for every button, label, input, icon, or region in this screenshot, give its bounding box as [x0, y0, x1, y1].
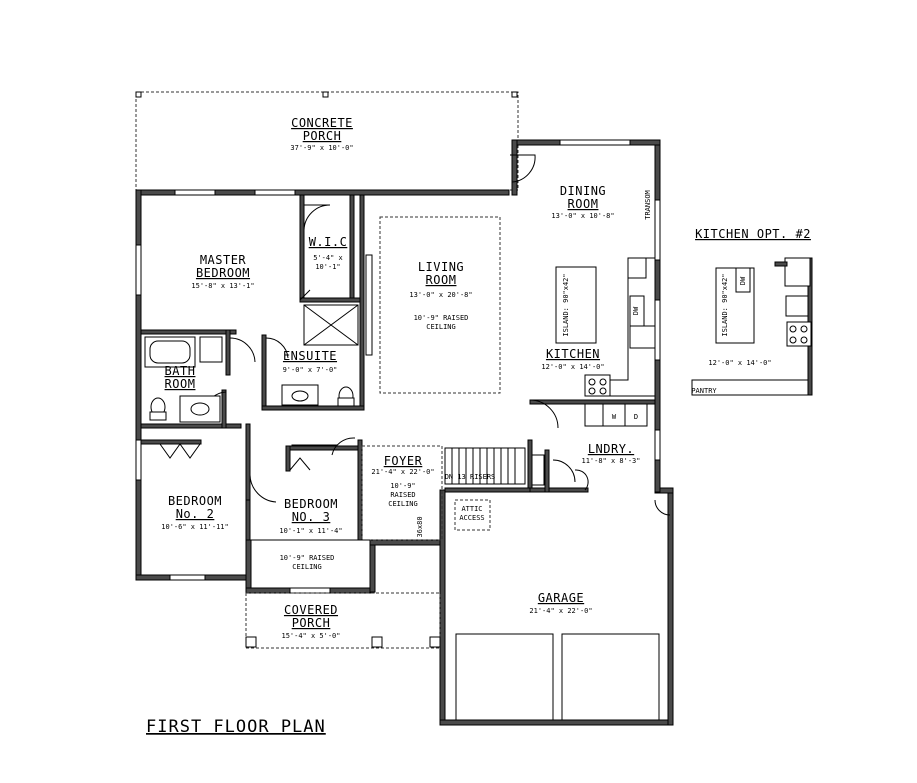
- dining-room-name-1: DINING: [560, 184, 606, 198]
- island-label: ISLAND: 90"x42": [562, 273, 570, 336]
- foyer-note-1: 10'-9": [390, 482, 415, 490]
- bedroom-2-dims: 10'-6" x 11'-11": [161, 523, 228, 531]
- covered-porch-name-2: PORCH: [292, 616, 331, 630]
- kitchen-option-dims: 12'-0" x 14'-0": [708, 359, 771, 367]
- plan-title: FIRST FLOOR PLAN: [146, 717, 326, 737]
- concrete-porch-dims: 37'-9" x 10'-0": [290, 144, 353, 152]
- master-bedroom-dims: 15'-8" x 13'-1": [191, 282, 254, 290]
- exterior-walls: [135, 139, 674, 726]
- living-room-name-2: ROOM: [426, 273, 457, 287]
- living-wall-feature: [365, 254, 373, 356]
- interior-walls: [140, 194, 656, 541]
- master-bedroom-name-1: MASTER: [200, 253, 247, 267]
- covered-porch-name-1: COVERED: [284, 603, 338, 617]
- wic-dims-1: 5'-4" x: [313, 254, 343, 262]
- living-room-dims: 13'-0" x 20'-8": [409, 291, 472, 299]
- attic-label-1: ATTIC: [461, 505, 482, 513]
- kitchen-name: KITCHEN: [546, 347, 600, 361]
- stairs: [444, 447, 545, 486]
- foyer-dims: 21'-4" x 22'-0": [371, 468, 434, 476]
- transom-label: TRANSOM: [644, 190, 652, 220]
- washer-label: W: [612, 413, 617, 421]
- bedroom-3-note-1: 10'-9" RAISED: [280, 554, 335, 562]
- garage-dims: 21'-4" x 22'-0": [529, 607, 592, 615]
- concrete-porch-name-2: PORCH: [303, 129, 342, 143]
- attic-label-2: ACCESS: [459, 514, 484, 522]
- foyer-name: FOYER: [384, 454, 423, 468]
- laundry-name: LNDRY.: [588, 442, 634, 456]
- laundry-dims: 11'-8" x 8'-3": [581, 457, 640, 465]
- kitchen-option-dw-label: DW: [739, 276, 747, 285]
- foyer-note-2: RAISED: [390, 491, 415, 499]
- garage-name: GARAGE: [538, 591, 584, 605]
- garage-doors: [455, 633, 660, 721]
- bath-room-name-1: BATH: [165, 364, 196, 378]
- door-size-label: 36x80: [416, 516, 424, 537]
- concrete-porch-name-1: CONCRETE: [291, 116, 353, 130]
- stair-risers-label: DN 13 RISERS: [445, 473, 496, 481]
- dining-room-dims: 13'-0" x 10'-8": [551, 212, 614, 220]
- wic-name: W.I.C: [309, 235, 348, 249]
- ensuite-dims: 9'-0" x 7'-0": [283, 366, 338, 374]
- kitchen-dims: 12'-0" x 14'-0": [541, 363, 604, 371]
- covered-porch-dims: 15'-4" x 5'-0": [281, 632, 340, 640]
- kitchen-option-title: KITCHEN OPT. #2: [695, 227, 811, 241]
- living-room-note-1: 10'-9" RAISED: [414, 314, 469, 322]
- bedroom-2-name-1: BEDROOM: [168, 494, 222, 508]
- foyer-note-3: CEILING: [388, 500, 418, 508]
- bedroom-3-dims: 10'-1" x 11'-4": [279, 527, 342, 535]
- wic-dims-2: 10'-1": [315, 263, 340, 271]
- living-raised-ceiling-outline: [379, 216, 501, 394]
- bedroom-3-note-2: CEILING: [292, 563, 322, 571]
- dining-room-name-2: ROOM: [568, 197, 599, 211]
- covered-porch-outline: [245, 592, 441, 649]
- living-room-name-1: LIVING: [418, 260, 464, 274]
- foyer-raised-ceiling-outline: [361, 445, 443, 541]
- ensuite-name: ENSUITE: [283, 349, 337, 363]
- living-room-note-2: CEILING: [426, 323, 456, 331]
- kitchen-fixtures: [555, 257, 656, 427]
- attic-access-outline: [454, 499, 491, 531]
- bath-fixtures: [144, 304, 359, 423]
- master-bedroom-name-2: BEDROOM: [196, 266, 250, 280]
- bath-room-name-2: ROOM: [165, 377, 196, 391]
- bedroom-3-name-2: NO. 3: [292, 510, 331, 524]
- dishwasher-label: DW: [632, 306, 640, 315]
- kitchen-option-pantry: PANTRY: [691, 387, 717, 395]
- kitchen-option-island-label: ISLAND: 90"x42": [721, 273, 729, 336]
- dryer-label: D: [634, 413, 638, 421]
- kitchen-option-2-drawing: [691, 257, 813, 396]
- bedroom-2-name-2: No. 2: [176, 507, 215, 521]
- bedroom-3-name-1: BEDROOM: [284, 497, 338, 511]
